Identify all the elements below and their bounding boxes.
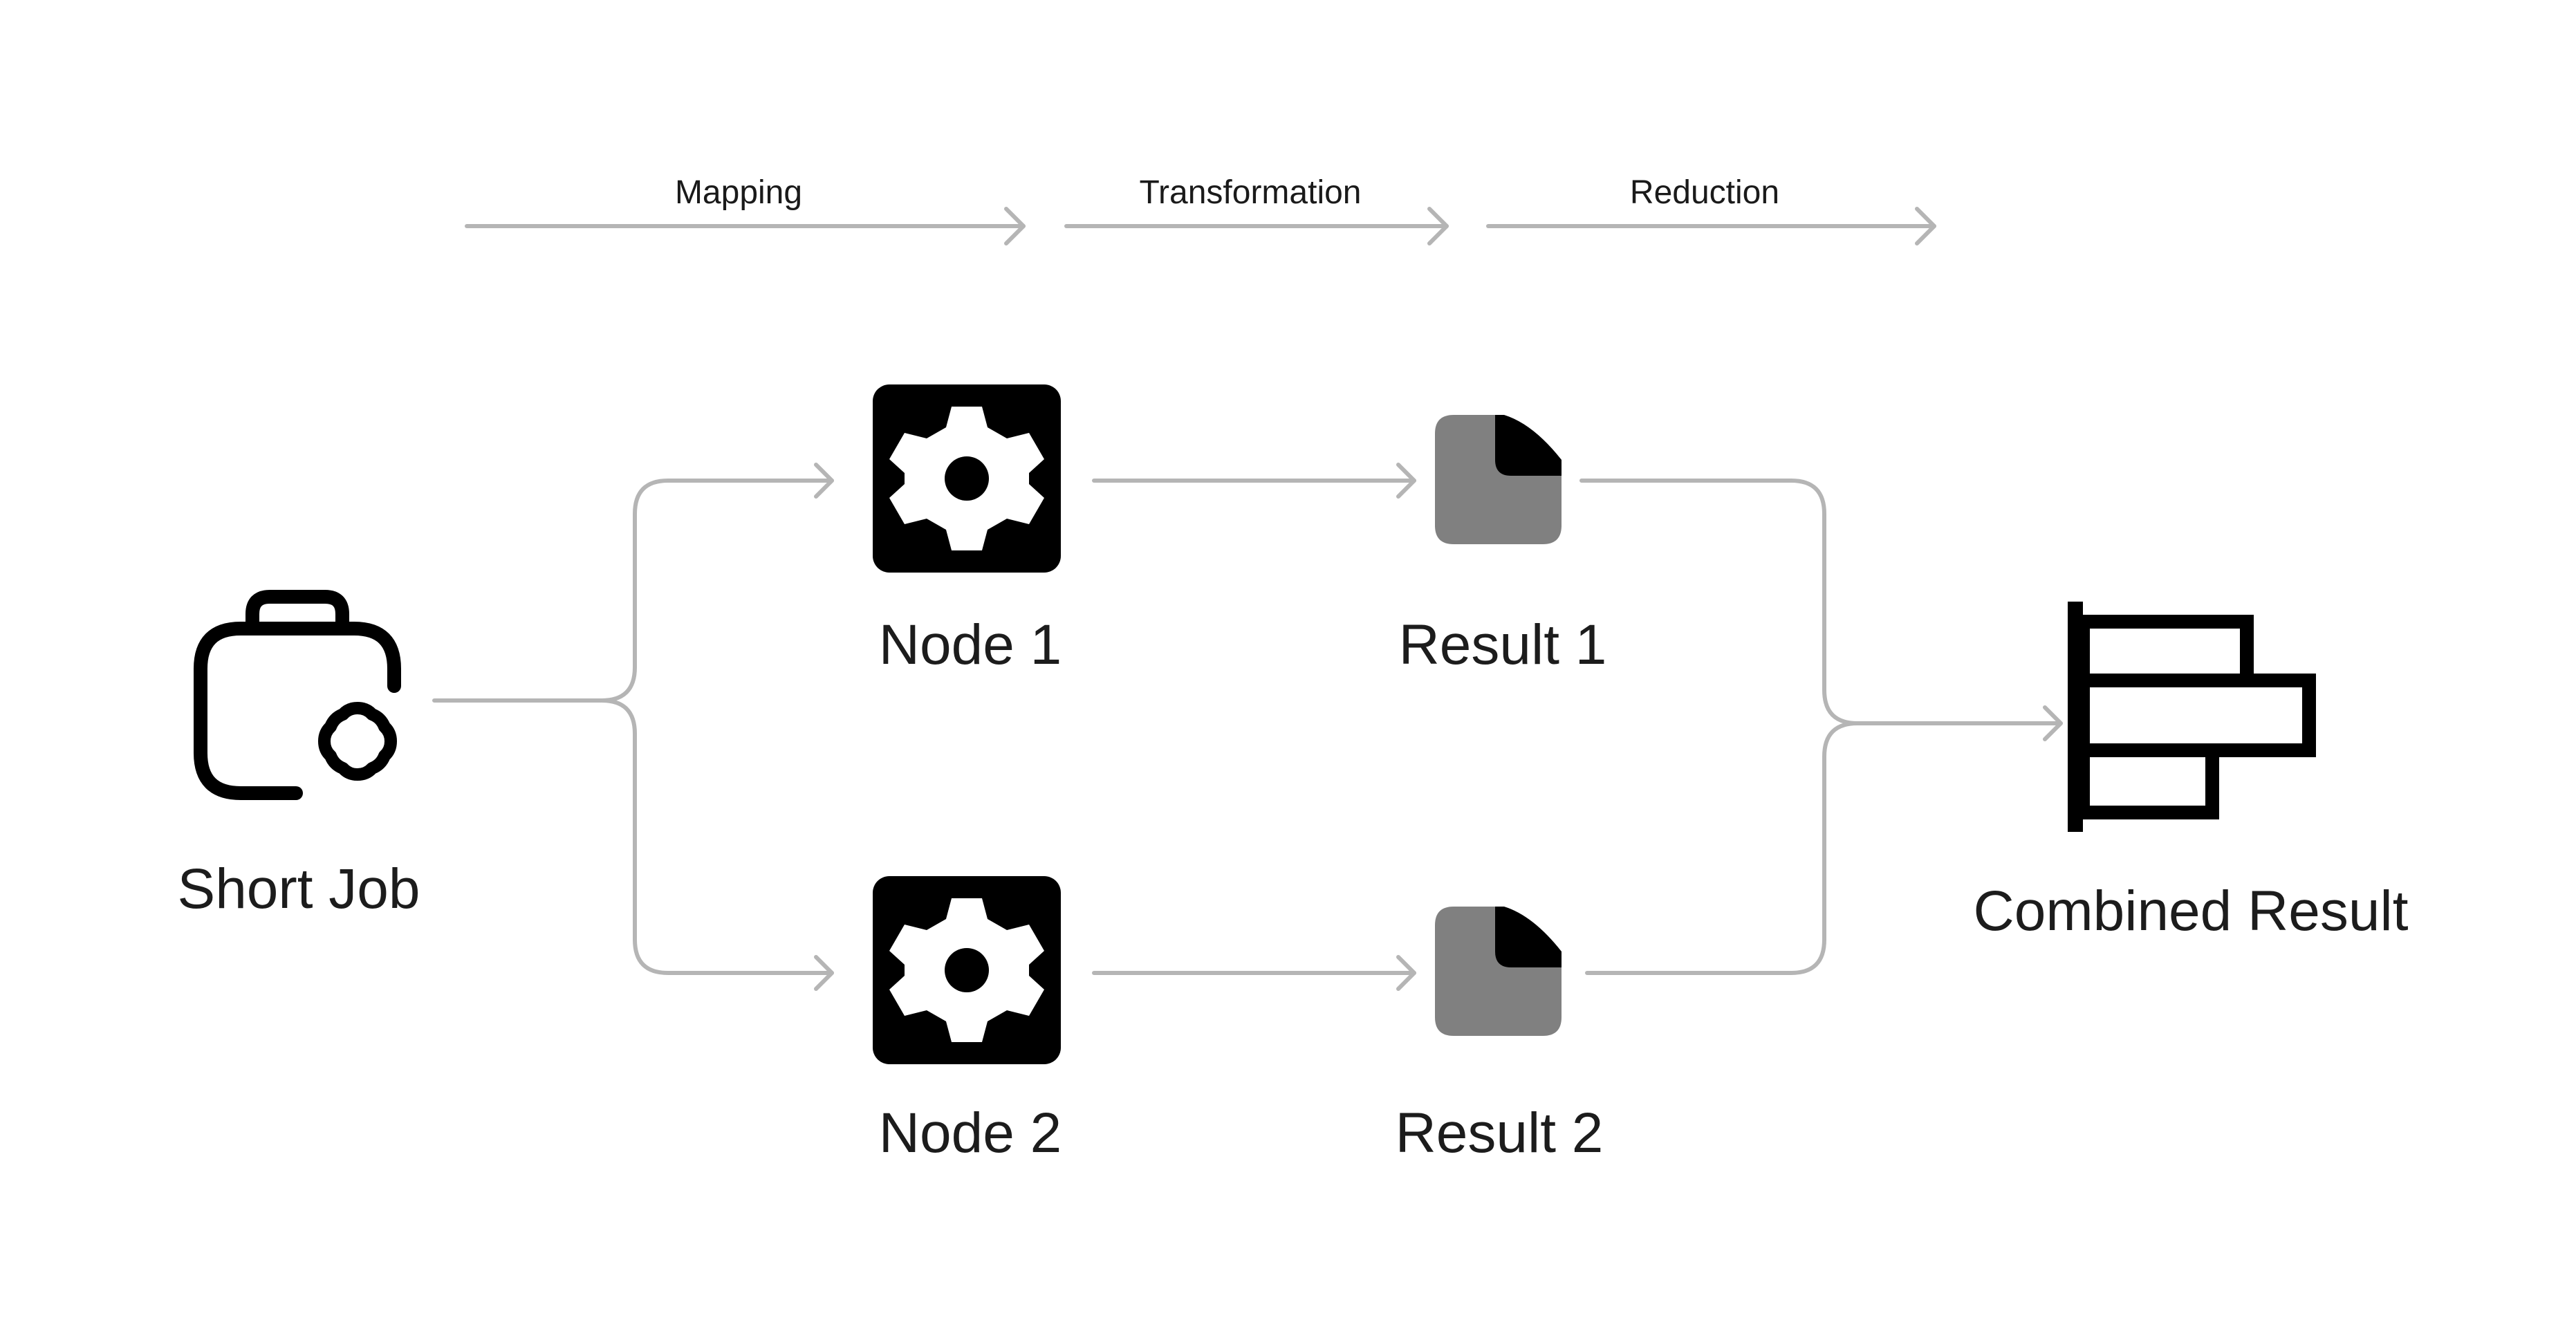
gear-icon [873, 384, 1061, 573]
label-result-1: Result 1 [1399, 613, 1607, 676]
arrowhead-result-2 [1396, 955, 1416, 991]
label-short-job: Short Job [178, 857, 420, 920]
node-2: Node 2 [873, 876, 1062, 1164]
connectors [432, 463, 2063, 991]
arrowhead-node-1 [814, 463, 834, 499]
arrowhead-combined [2043, 705, 2063, 741]
connector-result-1-merge [1579, 479, 2063, 725]
connector-job-split [432, 479, 834, 703]
short-job-node: Short Job [178, 590, 420, 920]
stage-header: Mapping Transformation Reduction [465, 174, 1936, 245]
connector-result-2-merge [1585, 721, 1860, 975]
arrowhead-node-2 [814, 955, 834, 991]
stage-label-reduction: Reduction [1630, 174, 1779, 211]
label-result-2: Result 2 [1396, 1102, 1604, 1164]
label-combined-result: Combined Result [1974, 880, 2409, 943]
label-node-2: Node 2 [879, 1102, 1062, 1164]
stage-arrowhead-reduction [1915, 207, 1936, 245]
bar-chart-icon [2068, 602, 2316, 832]
result-1: Result 1 [1399, 415, 1607, 676]
arrowhead-result-1 [1396, 463, 1416, 499]
node-1: Node 1 [873, 384, 1062, 676]
document-icon [1435, 907, 1562, 1036]
stage-label-transformation: Transformation [1140, 174, 1362, 211]
document-icon [1435, 415, 1562, 544]
label-node-1: Node 1 [879, 613, 1062, 676]
briefcase-gear-icon [194, 590, 401, 800]
stage-arrowhead-transformation [1427, 207, 1449, 245]
stage-label-mapping: Mapping [675, 174, 802, 211]
result-2: Result 2 [1396, 907, 1604, 1164]
stage-arrowhead-mapping [1004, 207, 1026, 245]
gear-icon [873, 876, 1061, 1064]
combined-result: Combined Result [1974, 602, 2409, 943]
connector-job-split-lower [600, 698, 834, 975]
